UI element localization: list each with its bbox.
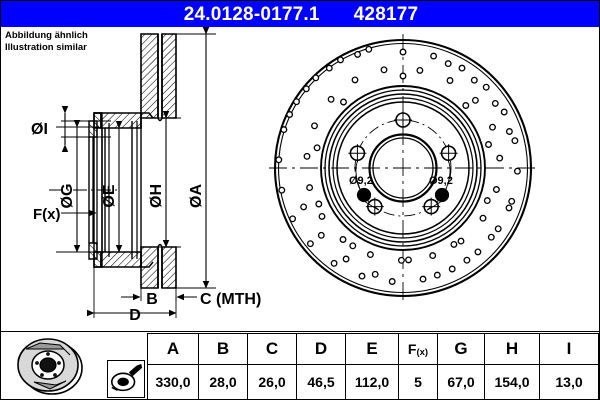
note-line-english: Illustration similar <box>5 41 87 53</box>
header-Fx-sub: (x) <box>416 347 429 358</box>
header-I: I <box>539 333 599 365</box>
label-fx: F(x) <box>33 206 61 223</box>
value-C: 26,0 <box>247 364 297 399</box>
dimension-lines <box>49 26 216 318</box>
drilled-holes-pattern <box>275 45 521 285</box>
header-A: A <box>147 333 199 365</box>
part-number: 24.0128-0177.1 <box>183 3 320 25</box>
title-bar: 24.0128-0177.1 428177 <box>1 1 599 27</box>
table-separator <box>1 331 599 332</box>
header-D: D <box>296 333 346 365</box>
value-A: 330,0 <box>147 364 199 399</box>
spec-table-header-row: A B C D E F(x) G H I <box>147 333 599 365</box>
header-Fx-base: F <box>407 341 417 357</box>
value-Fx: 5 <box>398 364 438 399</box>
header-E: E <box>345 333 399 365</box>
header-H: H <box>484 333 540 365</box>
header-Fx: F(x) <box>398 333 438 365</box>
label-dia-E: ØE <box>101 184 118 207</box>
label-C-mth: C (MTH) <box>200 291 261 308</box>
header-B: B <box>198 333 248 365</box>
thickness-measure-icon <box>107 360 145 398</box>
value-I: 13,0 <box>539 364 599 399</box>
spec-table-value-row: 330,0 28,0 26,0 46,5 112,0 5 67,0 154,0 … <box>147 364 599 399</box>
label-hole-dia-right: Ø9,2 <box>429 175 453 187</box>
value-H: 154,0 <box>484 364 540 399</box>
value-E: 112,0 <box>345 364 399 399</box>
reference-number: 428177 <box>353 3 419 25</box>
header-C: C <box>247 333 297 365</box>
product-photo-thumbnail <box>17 338 83 395</box>
spec-table: A B C D E F(x) G H I 330,0 28,0 26,0 46,… <box>147 333 599 399</box>
cross-section-geometry <box>88 33 177 289</box>
note-line-german: Abbildung ähnlich <box>5 30 88 41</box>
bolt-holes <box>348 111 458 216</box>
illustration-note: Abbildung ähnlich Illustration similar <box>5 30 88 53</box>
label-dia-H: ØH <box>148 184 165 208</box>
label-B: B <box>146 291 158 308</box>
label-dia-A: ØA <box>188 184 205 208</box>
value-G: 67,0 <box>437 364 485 399</box>
label-D: D <box>129 307 141 324</box>
spec-table-wrapper: A B C D E F(x) G H I 330,0 28,0 26,0 46,… <box>147 333 599 399</box>
face-view-geometry <box>269 34 537 302</box>
label-dia-I: ØI <box>31 121 48 138</box>
dia-9-2-holes <box>355 159 451 211</box>
label-hole-dia-left: Ø9,2 <box>349 175 373 187</box>
header-G: G <box>437 333 485 365</box>
value-B: 28,0 <box>198 364 248 399</box>
dimension-labels: ØI ØG ØE ØH ØA F(x) B C (MTH) D <box>31 121 261 324</box>
value-D: 46,5 <box>296 364 346 399</box>
label-dia-G: ØG <box>59 184 76 209</box>
